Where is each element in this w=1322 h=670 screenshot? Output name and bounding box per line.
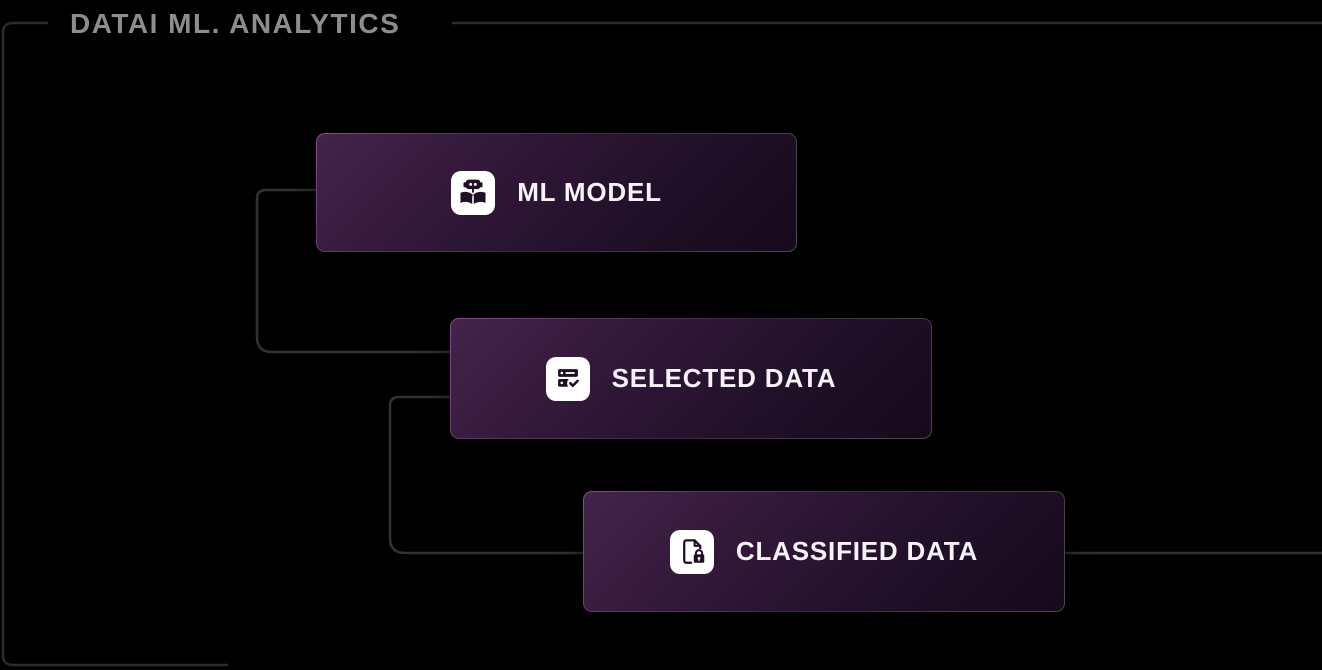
node-ml-model[interactable]: ML MODEL (316, 133, 797, 252)
node-classified-data[interactable]: CLASSIFIED DATA (583, 491, 1065, 612)
node-label: SELECTED DATA (611, 363, 837, 393)
frame-title: DATAI ML. ANALYTICS (70, 8, 401, 39)
server-check-icon (545, 356, 590, 401)
node-ml-model-body: ML MODEL (317, 134, 796, 251)
robot-reading-icon (451, 170, 496, 215)
node-classified-data-body: CLASSIFIED DATA (584, 492, 1064, 611)
node-selected-data-body: SELECTED DATA (451, 319, 931, 438)
node-label: CLASSIFIED DATA (735, 536, 979, 566)
node-label: ML MODEL (517, 177, 662, 207)
node-selected-data[interactable]: SELECTED DATA (450, 318, 932, 439)
document-lock-icon (669, 529, 714, 574)
frame-border (1, 21, 228, 667)
